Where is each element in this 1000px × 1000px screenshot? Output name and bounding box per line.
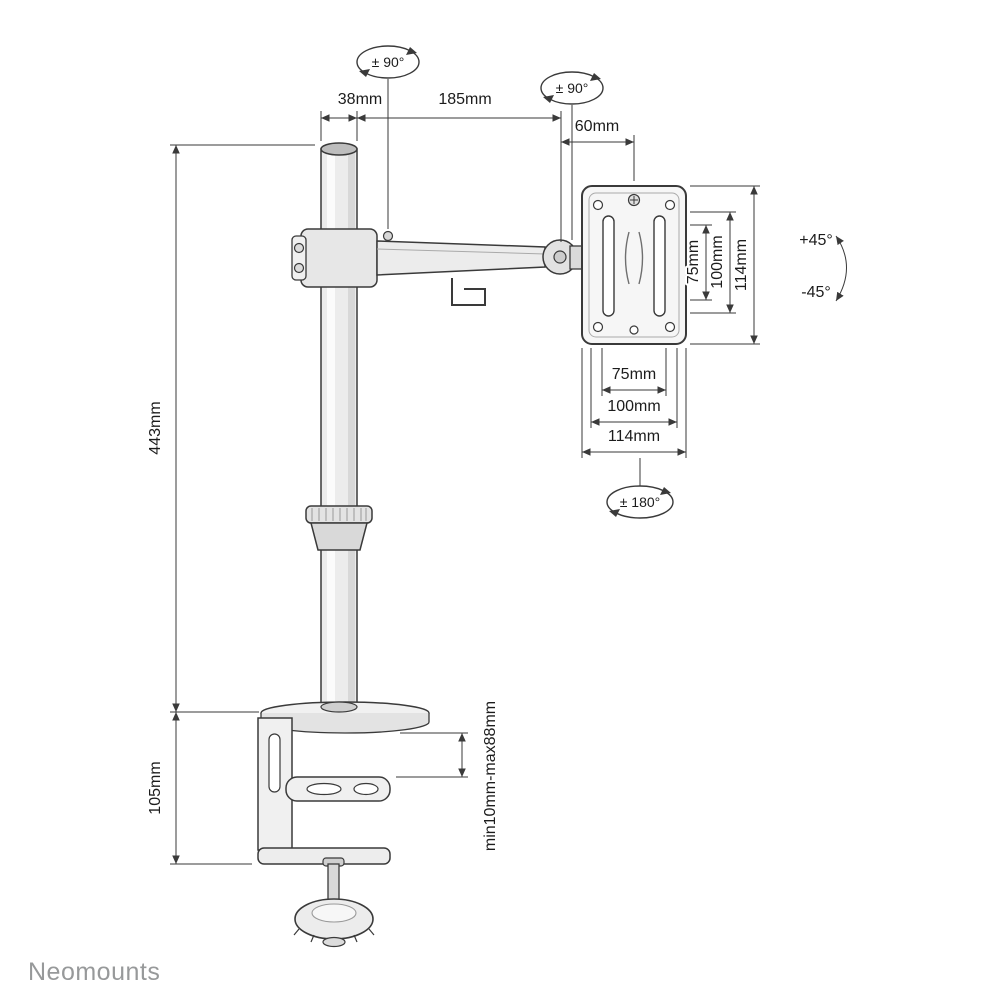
dim-label-desk-thickness-range: min10mm-max88mm [482, 701, 499, 851]
vesa-hole [592, 199, 604, 211]
dim-label-vesa-v75: 75mm [685, 240, 702, 284]
pole-rotation-label: ± 90° [372, 54, 405, 70]
tilt-arc [835, 235, 847, 302]
arm-pole-joint [300, 228, 378, 288]
pole-top-cap [320, 142, 358, 156]
dim-label-pole-diameter: 38mm [338, 91, 382, 108]
desk-clamp [257, 701, 430, 948]
clamp-slot [268, 733, 281, 793]
arm-beam [376, 240, 546, 276]
pole-rotation-badge: ± 90° [356, 45, 420, 79]
vesa-rotation-badge: ± 180° [606, 485, 674, 519]
joint-bolt [293, 262, 305, 274]
tilt-up-label: +45° [799, 232, 833, 249]
vesa-rotation-label: ± 180° [620, 494, 661, 510]
rotation-badges: ± 90° ± 90° ± 180° [356, 45, 674, 519]
dim-label-pole-height: 443mm [147, 401, 164, 454]
dimension-labels: 38mm 185mm 60mm 75mm 100mm 114mm +45° -4… [145, 89, 835, 853]
vesa-plate [581, 185, 687, 345]
dim-label-vesa-h75: 75mm [612, 366, 656, 383]
joint-bolt [293, 242, 305, 254]
arm-rotation-badge: ± 90° [540, 71, 604, 105]
height-adjust-collar [305, 505, 373, 551]
articulating-arm [291, 228, 591, 306]
clamp-knob [293, 898, 375, 948]
clamp-screw-shaft [327, 863, 340, 901]
vesa-slot-left [602, 215, 615, 317]
dim-label-vesa-h114: 114mm [608, 428, 660, 445]
dim-label-vesa-h100: 100mm [607, 398, 660, 415]
cable-clip [451, 278, 486, 306]
arm-rotation-label: ± 90° [556, 80, 589, 96]
dim-label-clamp-height: 105mm [147, 761, 164, 814]
vesa-hole [592, 321, 604, 333]
dim-label-head-depth: 60mm [575, 118, 619, 135]
vesa-hole [664, 199, 676, 211]
brand-logo: Neomounts [28, 958, 160, 986]
tilt-down-label: -45° [801, 284, 831, 301]
dimension-lines [170, 79, 847, 865]
arm-pivot-bolt [382, 230, 394, 242]
pole-base-joint [320, 701, 358, 713]
dim-label-vesa-v114: 114mm [733, 239, 750, 291]
vesa-slot-right [653, 215, 666, 317]
dim-label-arm-reach: 185mm [438, 91, 491, 108]
vesa-hole [664, 321, 676, 333]
dim-label-vesa-v100: 100mm [709, 235, 726, 288]
